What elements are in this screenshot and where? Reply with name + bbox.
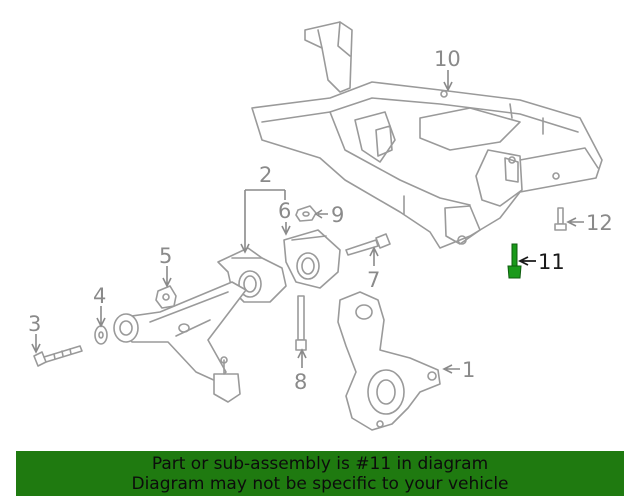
bushing-nut [155,285,177,309]
washer [94,325,108,345]
callout-6: 6 [278,199,291,223]
highlighted-bolt-11 [507,243,522,279]
flange-nut [295,205,317,222]
callout-1: 1 [462,358,475,382]
bushing-bolt [345,233,391,256]
callout-numbers: 1 2 3 4 5 6 7 8 9 10 11 12 [28,47,613,394]
arm-bolt [33,345,83,367]
steering-knuckle [337,291,441,431]
leader-lines [31,70,584,374]
callout-10: 10 [434,47,461,71]
callout-5: 5 [159,244,172,268]
callout-3: 3 [28,312,41,336]
info-banner: Part or sub-assembly is #11 in diagram D… [16,451,624,496]
callout-4: 4 [93,284,106,308]
callout-2: 2 [259,163,272,187]
lower-control-arm [113,281,247,403]
vertical-bolt [295,295,307,351]
parts-diagram: 1 2 3 4 5 6 7 8 9 10 11 12 [28,21,613,431]
control-arm-bushing-rear [283,229,341,289]
callout-11: 11 [538,250,565,274]
callout-12: 12 [586,211,613,235]
subframe-bolt [554,207,567,231]
banner-line-disclaimer: Diagram may not be specific to your vehi… [131,473,509,494]
callout-7: 7 [367,268,380,292]
banner-line-part: Part or sub-assembly is #11 in diagram [151,453,489,474]
callout-9: 9 [331,203,344,227]
callout-8: 8 [294,370,307,394]
crossmember-subframe [251,21,603,249]
